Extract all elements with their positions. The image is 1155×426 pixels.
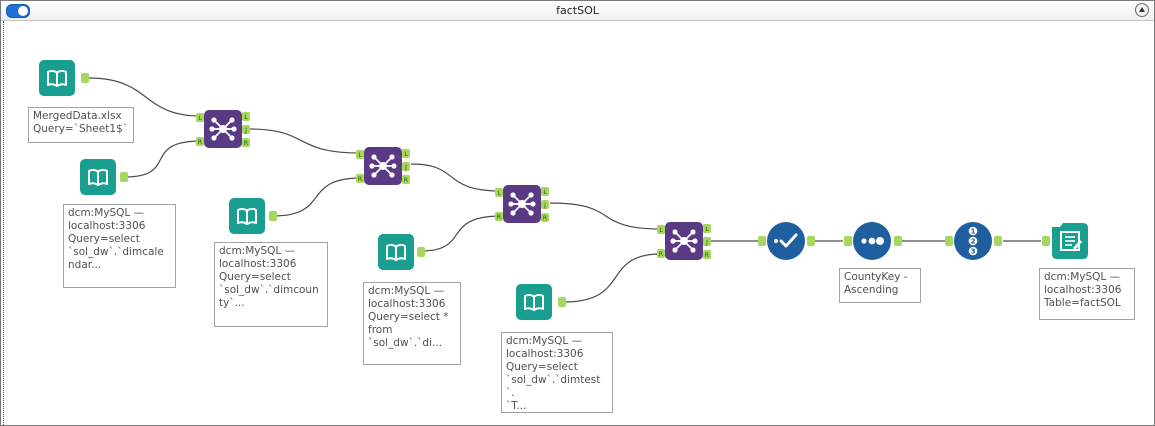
annotation-input-dimcounty: dcm:MySQL — localhost:3306 Query=select … — [214, 242, 328, 327]
anchor-label-r: R — [404, 177, 408, 184]
record-number: 2 — [971, 238, 976, 246]
right-output-anchor[interactable] — [703, 250, 711, 259]
right-input-anchor[interactable] — [495, 212, 503, 221]
record-id-numbers-icon: 1 2 3 — [968, 226, 978, 256]
input-anchor[interactable] — [758, 236, 766, 246]
connection-line[interactable] — [563, 253, 662, 303]
anchor-label-l: L — [543, 189, 547, 196]
right-input-anchor[interactable] — [356, 174, 364, 183]
anchor-label-j: J — [543, 202, 546, 209]
anchor-label-l: L — [705, 226, 709, 233]
anchor-label-l: L — [404, 151, 408, 158]
title-bar: factSOL — [1, 1, 1154, 21]
input-data-tool[interactable] — [39, 60, 89, 96]
toggle-knob — [18, 6, 28, 16]
right-output-anchor[interactable] — [402, 175, 410, 184]
canvas-left-border — [1, 21, 4, 425]
join-tool[interactable]: L R L J R — [495, 185, 549, 223]
anchor-label-r: R — [543, 215, 547, 222]
input-data-tool[interactable] — [80, 159, 128, 195]
output-anchor[interactable] — [120, 172, 128, 182]
input-data-tool[interactable] — [229, 198, 277, 234]
window-title: factSOL — [556, 4, 599, 17]
anchor-label-r: R — [198, 139, 202, 146]
anchor-label-l: L — [497, 190, 501, 197]
connection-line[interactable] — [420, 215, 502, 252]
input-anchor[interactable] — [1042, 236, 1050, 246]
right-input-anchor[interactable] — [196, 137, 204, 146]
connection-line[interactable] — [410, 163, 502, 192]
record-number: 3 — [971, 248, 976, 256]
left-input-anchor[interactable] — [657, 225, 665, 234]
anchor-label-j: J — [705, 239, 708, 246]
join-output-anchor[interactable] — [541, 200, 549, 209]
join-output-anchor[interactable] — [703, 237, 711, 246]
join-output-anchor[interactable] — [242, 125, 250, 134]
left-output-anchor[interactable] — [402, 149, 410, 158]
connection-line[interactable] — [549, 202, 662, 230]
anchor-label-l: L — [358, 152, 362, 159]
right-output-anchor[interactable] — [242, 138, 250, 147]
left-input-anchor[interactable] — [495, 188, 503, 197]
canvas-toggle[interactable] — [6, 4, 30, 18]
anchor-label-l: L — [198, 115, 202, 122]
left-input-anchor[interactable] — [356, 150, 364, 159]
connection-line[interactable] — [124, 140, 202, 178]
join-tool[interactable]: L R L J R — [196, 110, 250, 148]
anchor-label-r: R — [358, 176, 362, 183]
join-output-anchor[interactable] — [402, 162, 410, 171]
output-folder-icon — [1060, 231, 1082, 251]
join-tool[interactable]: L R L J R — [356, 147, 410, 185]
output-anchor[interactable] — [81, 73, 89, 83]
anchor-label-l: L — [244, 114, 248, 121]
connections — [88, 77, 1041, 303]
record-number: 1 — [971, 228, 976, 236]
annotation-output-factsol: dcm:MySQL — localhost:3306 Table=factSOL — [1039, 268, 1135, 320]
annotation-input-dimtest: dcm:MySQL — localhost:3306 Query=select … — [501, 332, 613, 413]
select-check-icon — [774, 233, 798, 248]
anchor-label-j: J — [404, 164, 407, 171]
right-output-anchor[interactable] — [541, 213, 549, 222]
left-input-anchor[interactable] — [196, 113, 204, 122]
input-data-tool[interactable] — [378, 234, 425, 270]
annotation-sort-countykey: CountyKey - Ascending — [839, 268, 921, 303]
annotation-input-dimcalendar: dcm:MySQL — localhost:3306 Query=select … — [63, 204, 176, 288]
collapse-up-icon[interactable] — [1135, 3, 1149, 17]
right-input-anchor[interactable] — [657, 249, 665, 258]
anchor-label-j: J — [244, 127, 247, 134]
anchor-label-r: R — [497, 214, 501, 221]
output-anchor[interactable] — [994, 236, 1002, 246]
input-data-tool[interactable] — [516, 284, 566, 320]
input-anchor[interactable] — [945, 236, 953, 246]
output-anchor[interactable] — [894, 236, 902, 246]
left-output-anchor[interactable] — [703, 224, 711, 233]
annotation-input-mergeddata: MergedData.xlsx Query=`Sheet1$` — [28, 107, 134, 143]
left-output-anchor[interactable] — [541, 187, 549, 196]
connection-line[interactable] — [88, 77, 202, 117]
annotation-input-di: dcm:MySQL — localhost:3306 Query=select … — [363, 282, 461, 365]
anchor-label-r: R — [705, 252, 709, 259]
join-tool[interactable]: L R L J R — [657, 222, 711, 260]
record-id-tool[interactable]: 1 2 3 — [945, 222, 1002, 260]
tool-background — [767, 222, 805, 260]
anchor-label-r: R — [659, 251, 663, 258]
connection-line[interactable] — [272, 177, 362, 217]
select-tool[interactable] — [758, 222, 815, 260]
anchor-label-r: R — [244, 140, 248, 147]
sort-tool[interactable] — [844, 222, 902, 260]
output-data-tool[interactable] — [1042, 223, 1088, 259]
output-anchor[interactable] — [417, 247, 425, 257]
output-anchor[interactable] — [807, 236, 815, 246]
left-output-anchor[interactable] — [242, 112, 250, 121]
output-anchor[interactable] — [269, 211, 277, 221]
output-anchor[interactable] — [558, 297, 566, 307]
connection-line[interactable] — [248, 128, 362, 154]
sort-dots-icon — [861, 237, 884, 245]
anchor-label-l: L — [659, 227, 663, 234]
input-anchor[interactable] — [844, 236, 852, 246]
